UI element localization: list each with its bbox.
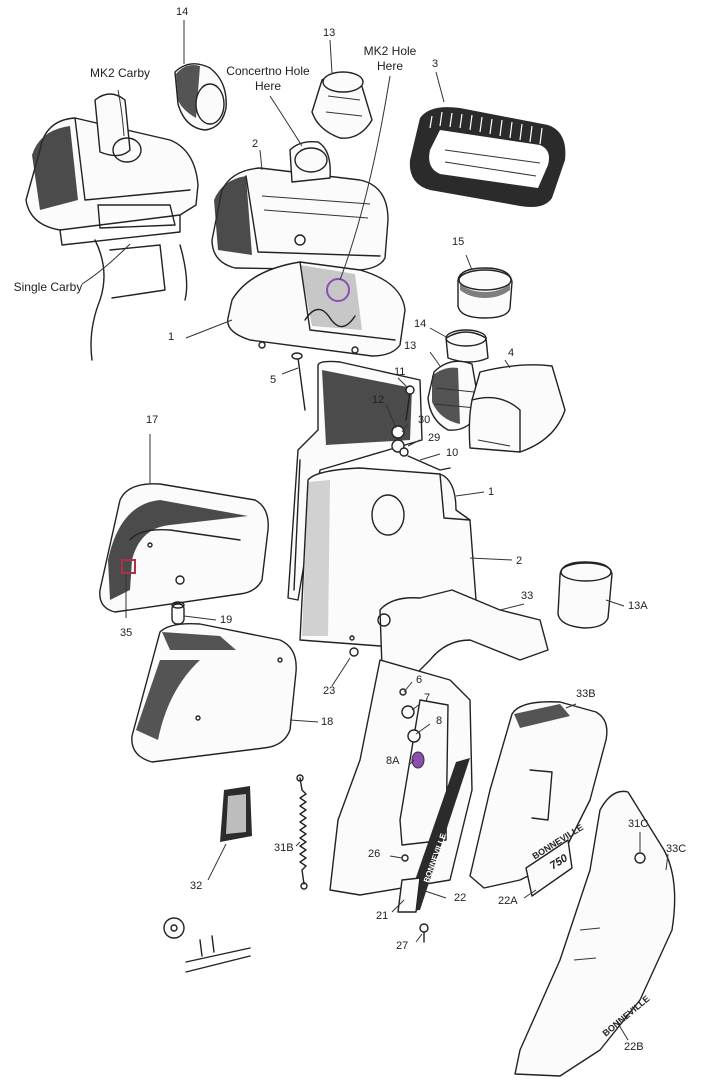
part-label-29: 29 (428, 432, 441, 444)
part-label-7: 7 (424, 692, 431, 704)
part-label-8: 8 (436, 715, 443, 727)
part-label-33: 33 (521, 590, 534, 602)
part-4-duct (468, 364, 566, 453)
part-3-filter-element (409, 107, 566, 207)
part-label-14: 14 (176, 6, 189, 18)
part-32-pad (220, 786, 252, 842)
part-label-33b: 33B (576, 688, 596, 700)
part-15-ring (457, 267, 513, 319)
part-label-21: 21 (376, 910, 389, 922)
part-label-27: 27 (396, 940, 409, 952)
twin-air-box (25, 93, 199, 361)
part-33-bracket (377, 589, 549, 691)
part-label-3: 3 (432, 58, 439, 70)
part-label-4: 4 (508, 347, 515, 359)
caption-concertno-hole: Concertno Hole Here (226, 64, 310, 93)
part-1-air-box-base (226, 261, 406, 357)
part-label-1: 1 (168, 331, 175, 343)
part-19-spacer (171, 601, 185, 625)
leader-lines (81, 20, 669, 1041)
part-label-10: 10 (446, 447, 459, 459)
part-23-nut (349, 635, 359, 657)
part-label-26: 26 (368, 848, 381, 860)
part-label-17: 17 (146, 414, 159, 426)
part-13-hose (311, 71, 373, 139)
part-22A-badge (525, 839, 573, 897)
part-label-1-middle: 1 (488, 486, 495, 498)
part-21-strip (397, 877, 421, 913)
part-5-bolt (291, 352, 306, 411)
part-2-air-box-top (211, 140, 389, 271)
part-33C-cover (514, 790, 676, 1077)
part-14-rubber (174, 63, 227, 131)
caption-mk2-carby: MK2 Carby (89, 66, 151, 80)
part-label-31b: 31B (274, 842, 294, 854)
part-label-30: 30 (418, 414, 431, 426)
part-label-23: 23 (323, 685, 336, 697)
part-label-22: 22 (454, 892, 467, 904)
part-label-22a: 22A (498, 895, 518, 907)
part-label-33c: 33C (666, 843, 687, 855)
part-label-6: 6 (416, 674, 423, 686)
part-label-22b: 22B (624, 1041, 644, 1053)
part-label-2-middle: 2 (516, 555, 523, 567)
part-label-2: 2 (252, 138, 259, 150)
part-label-13a: 13A (628, 600, 648, 612)
misc-disc-and-rails (163, 917, 251, 973)
part-label-31c: 31C (628, 818, 649, 830)
part-label-8a: 8A (386, 755, 400, 767)
part-18-lower-panel (131, 622, 297, 763)
part-label-32: 32 (190, 880, 203, 892)
part-label-5: 5 (270, 374, 277, 386)
part-label-13: 13 (323, 27, 336, 39)
part-17-side-cover (99, 483, 269, 613)
caption-single-carby: Single Carby (13, 280, 83, 294)
part-label-15: 15 (452, 236, 465, 248)
part-31B-spring (296, 774, 308, 890)
part-1-side-panel (287, 360, 423, 601)
part-14-13-middle (427, 329, 489, 431)
fasteners-10-12-29-30 (391, 385, 451, 471)
part-22-badge (404, 758, 470, 912)
part-label-35: 35 (120, 627, 133, 639)
caption-mk2-hole: MK2 Hole Here (363, 44, 417, 73)
part-label-14-middle: 14 (414, 318, 427, 330)
part-label-19: 19 (220, 614, 233, 626)
part-13A-ring (557, 561, 613, 629)
part-label-13-middle: 13 (404, 340, 417, 352)
part-27-screw (419, 923, 429, 943)
part-label-18: 18 (321, 716, 334, 728)
part-label-12: 12 (372, 394, 385, 406)
part-label-11: 11 (394, 366, 406, 378)
